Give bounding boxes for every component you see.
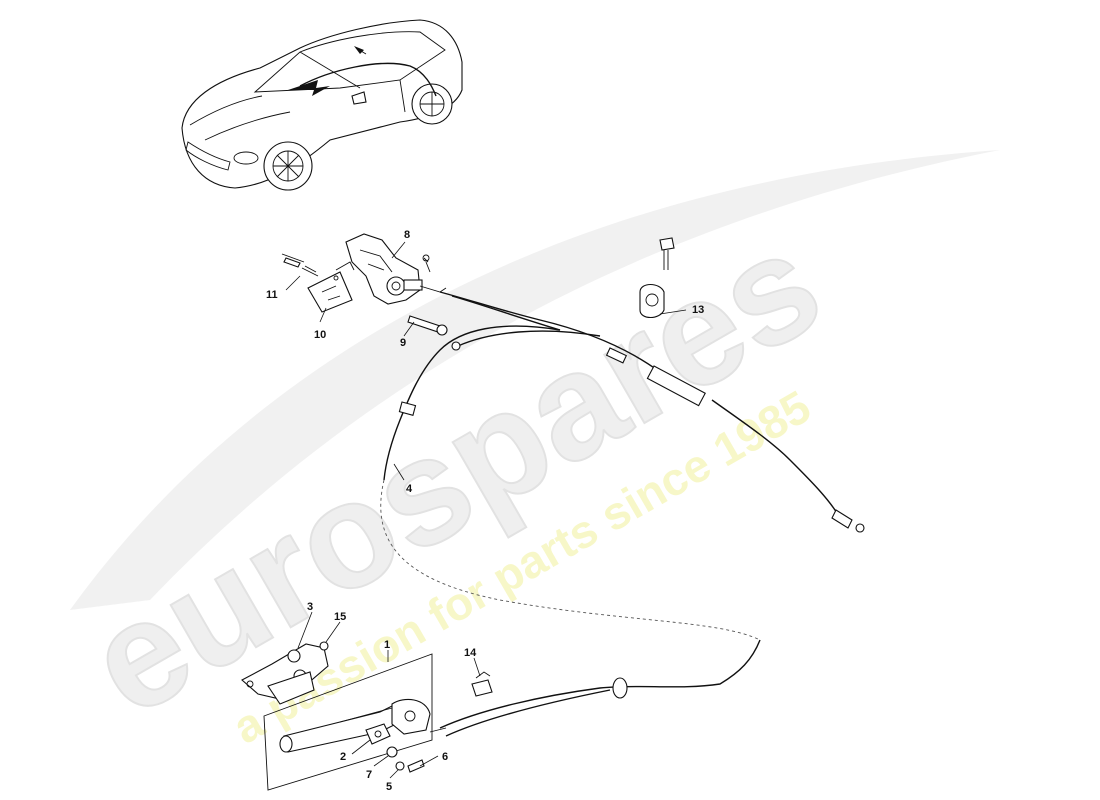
handbrake-lever-assembly — [241, 641, 447, 791]
callout-labels: 8 11 10 9 13 4 3 15 1 14 2 7 5 6 — [266, 229, 704, 793]
callout-10[interactable]: 10 — [314, 329, 326, 341]
callout-7[interactable]: 7 — [366, 769, 372, 781]
callout-leaders — [285, 241, 687, 779]
callout-13[interactable]: 13 — [692, 304, 704, 316]
callout-5[interactable]: 5 — [386, 781, 392, 793]
callout-9[interactable]: 9 — [400, 337, 406, 349]
callout-11[interactable]: 11 — [266, 289, 278, 301]
callout-15[interactable]: 15 — [334, 611, 346, 623]
watermark: eurospares a passion for parts since 198… — [61, 150, 1000, 754]
callout-2[interactable]: 2 — [340, 751, 346, 763]
callout-14[interactable]: 14 — [464, 647, 477, 659]
callout-4[interactable]: 4 — [406, 483, 413, 495]
callout-3[interactable]: 3 — [307, 601, 313, 613]
car-location-illustration — [181, 19, 463, 191]
brake-cables — [380, 291, 865, 737]
callout-8[interactable]: 8 — [404, 229, 410, 241]
callout-6[interactable]: 6 — [442, 751, 448, 763]
callout-1[interactable]: 1 — [384, 639, 390, 651]
cable-equaliser-assembly — [281, 233, 675, 336]
watermark-swoosh — [70, 150, 1000, 610]
